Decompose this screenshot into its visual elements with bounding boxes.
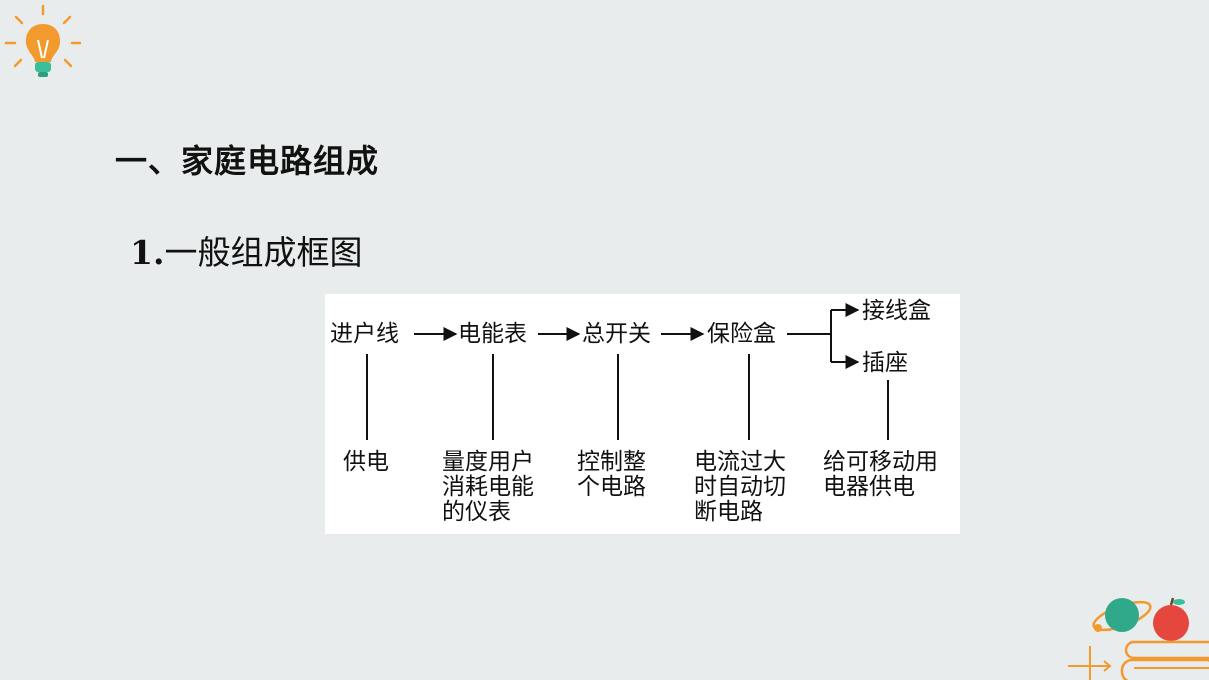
planet-icon: [1092, 598, 1152, 632]
lightbulb-icon: [4, 4, 82, 77]
node-incoming-line: 进户线: [330, 321, 399, 347]
circuit-block-diagram: 进户线 电能表 总开关 保险盒 接线盒 插座 供电 量度用户 消耗电能 的仪表 …: [325, 294, 960, 534]
node-junction-box: 接线盒: [862, 298, 931, 324]
apple-icon: [1153, 597, 1189, 641]
axes-icon: [1068, 646, 1112, 680]
desc-meter: 量度用户 消耗电能 的仪表: [442, 449, 534, 525]
node-socket: 插座: [862, 350, 908, 376]
desc-main-switch: 控制整 个电路: [577, 449, 646, 500]
node-fuse-box: 保险盒: [707, 321, 776, 347]
decoration-cluster: [1068, 597, 1209, 680]
section-heading: 一、家庭电路组成: [115, 142, 380, 180]
desc-socket: 给可移动用 电器供电: [823, 449, 938, 500]
node-main-switch: 总开关: [582, 321, 651, 347]
desc-incoming-line: 供电: [343, 449, 389, 475]
diagram-connectors: [366, 303, 889, 440]
subsection-title: 一般组成框图: [164, 233, 363, 272]
books-icon: [1120, 640, 1209, 680]
desc-fuse-box: 电流过大 时自动切 断电路: [694, 449, 786, 525]
subsection-number: 1.: [130, 233, 165, 272]
subsection-heading: 1.一般组成框图: [130, 226, 362, 274]
node-meter: 电能表: [458, 321, 527, 347]
